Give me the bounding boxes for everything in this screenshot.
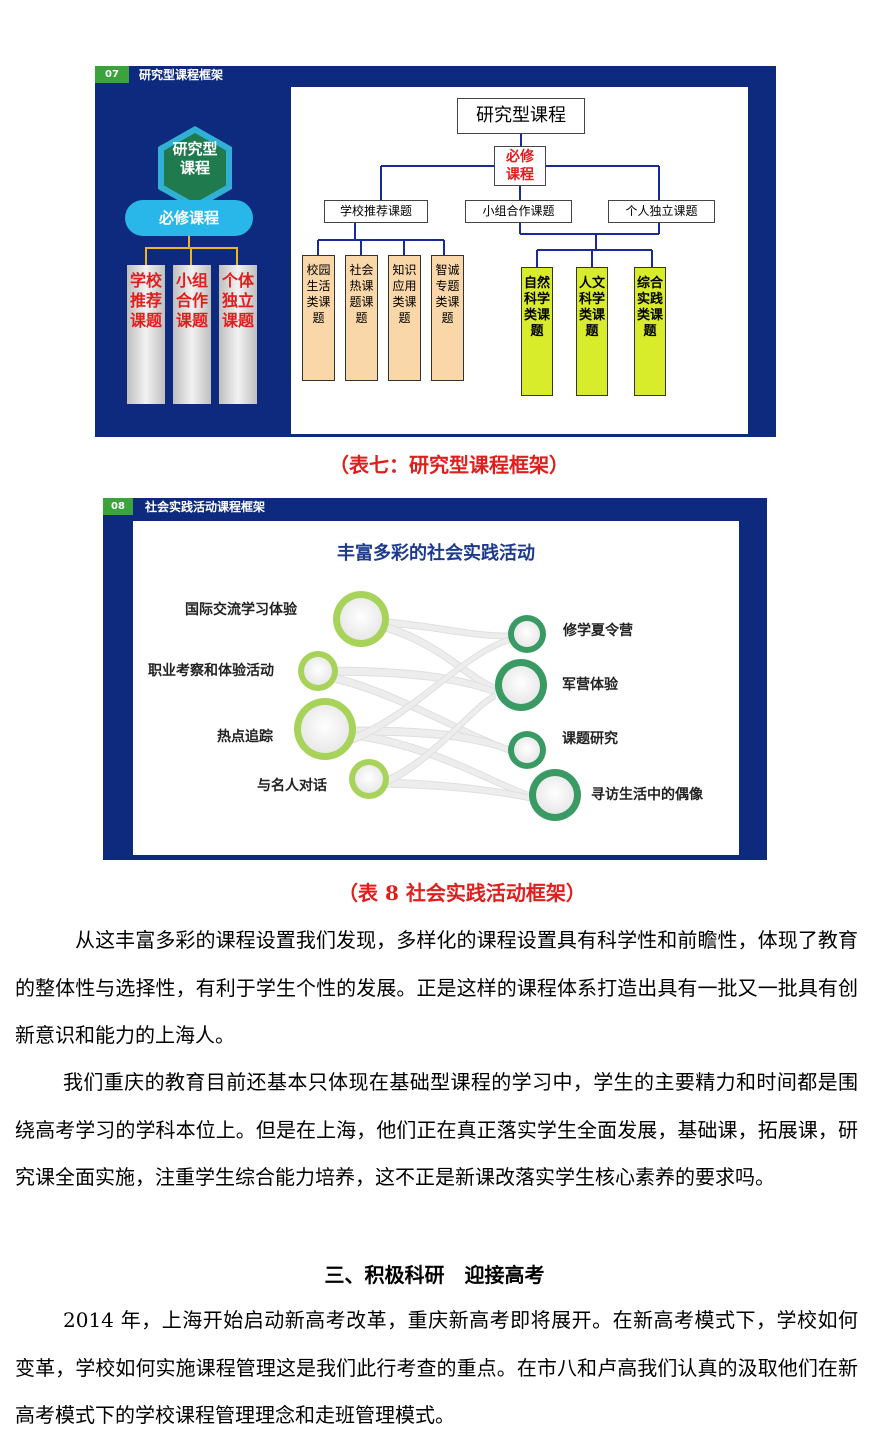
practice-card: 丰富多彩的社会实践活动 [133,521,739,855]
right-label: 修学夏令营 [563,623,633,639]
caption-table-8: （表 8 社会实践活动框架） [338,881,586,905]
slide-number-badge: 08 [103,498,133,515]
right-label: 军营体验 [562,677,618,693]
right-nodes [495,615,581,821]
paragraph: 从这丰富多彩的课程设置我们发现，多样化的课程设置具有科学性和前瞻性，体现了教育的… [15,928,858,1047]
chart-root-box: 研究型课程 [457,98,585,134]
paragraph: 我们重庆的教育目前还基本只体现在基础型课程的学习中，学生的主要精力和时间都是围绕… [15,1070,858,1189]
slide-title: 研究型课程框架 [139,68,224,82]
school-item: 社会热课题课题 [345,255,378,381]
tree-connectors [317,134,660,267]
required-course-pill: 必修课程 [125,200,253,236]
connector-line [190,247,192,266]
vertical-box-individual: 个体独立课题 [219,265,257,404]
vertical-box-group: 小组合作课题 [173,265,211,404]
school-item: 知识应用类课题 [388,255,421,381]
card-heading: 丰富多彩的社会实践活动 [337,543,535,564]
caption-table-7: （表七：研究型课程框架） [329,453,569,477]
hexagon-label: 研究型 课程 [172,140,218,177]
slide-research-curriculum: 07 研究型课程框架 研究型 课程 必修课程 学校推荐课题 小组合作课题 个体独… [95,66,776,437]
slide-number-badge: 07 [95,66,129,83]
group-item: 综合实践类课题 [634,267,666,396]
hexagon-inner [164,133,226,203]
category-group: 小组合作课题 [465,200,572,223]
left-label: 与名人对话 [257,778,327,794]
group-item: 自然科学类课题 [521,267,553,396]
category-individual: 个人独立课题 [608,200,715,223]
left-label: 国际交流学习体验 [185,602,297,618]
right-label: 寻访生活中的偶像 [591,787,703,803]
left-label: 热点追踪 [217,729,273,745]
connector-line [145,247,147,266]
curriculum-tree-chart: 研究型课程 必修 课程 学校推荐课题 小组合作课题 个人独立课题 校园生活类课题… [291,87,748,434]
section-title: 三、积极科研 迎接高考 [324,1263,545,1287]
group-item: 人文科学类课题 [576,267,608,396]
slide-title: 社会实践活动课程框架 [145,500,266,514]
connector-line [188,236,190,248]
connector-line [236,247,238,266]
category-school: 学校推荐课题 [324,200,428,223]
chart-required-box: 必修 课程 [494,146,546,186]
slide-social-practice: 08 社会实践活动课程框架 丰富多彩的社会实践活动 [103,498,767,860]
right-label: 课题研究 [562,731,618,747]
vertical-box-school: 学校推荐课题 [127,265,165,404]
paragraph: 2014 年，上海开始启动新高考改革，重庆新高考即将展开。在新高考模式下，学校如… [15,1308,858,1427]
school-item: 智诚专题类课题 [431,255,464,381]
school-item: 校园生活类课题 [302,255,335,381]
left-label: 职业考察和体验活动 [148,663,274,679]
left-nodes [294,591,389,799]
connection-diagram [294,591,581,821]
